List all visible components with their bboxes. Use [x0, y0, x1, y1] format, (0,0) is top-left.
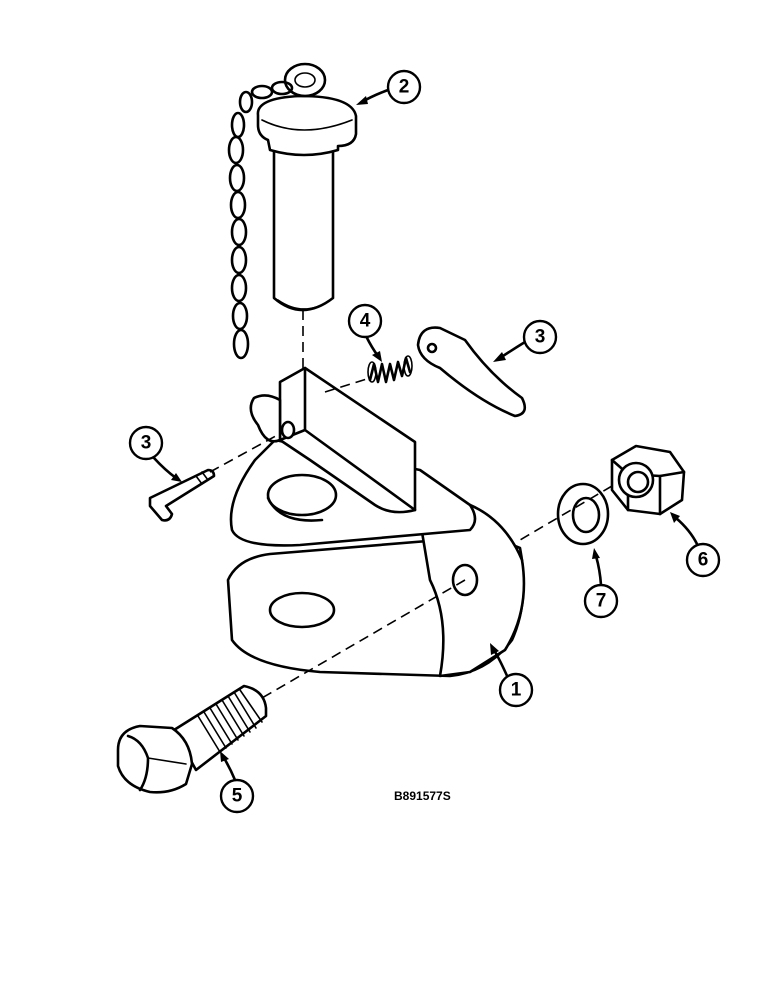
callout-6: 6: [685, 542, 721, 578]
callout-2-label: 2: [399, 77, 410, 98]
spring: [367, 355, 413, 384]
nut: [610, 444, 686, 516]
allen-wrench: [148, 468, 216, 522]
callout-5: 5: [219, 778, 255, 814]
callout-7-label: 7: [596, 591, 607, 612]
leader-lines: [152, 88, 699, 782]
callout-4-label: 4: [360, 311, 371, 332]
callout-1-label: 1: [511, 680, 522, 701]
callout-3-wrench: 3: [128, 425, 164, 461]
callout-4: 4: [347, 303, 383, 339]
figure-code: B891577S: [394, 789, 451, 803]
hitch-body: [226, 366, 526, 678]
hitch-pin: [256, 62, 358, 312]
pin-chain: [227, 80, 294, 360]
callout-3-wrench-label: 3: [141, 433, 152, 454]
callout-1: 1: [498, 672, 534, 708]
washer: [556, 482, 610, 546]
callout-6-label: 6: [698, 550, 709, 571]
callout-5-label: 5: [232, 786, 243, 807]
callout-3-latch: 3: [522, 319, 558, 355]
latch-plate: [416, 326, 527, 418]
callout-2: 2: [386, 69, 422, 105]
bolt: [116, 684, 268, 794]
callout-3-latch-label: 3: [535, 327, 546, 348]
callout-7: 7: [583, 583, 619, 619]
